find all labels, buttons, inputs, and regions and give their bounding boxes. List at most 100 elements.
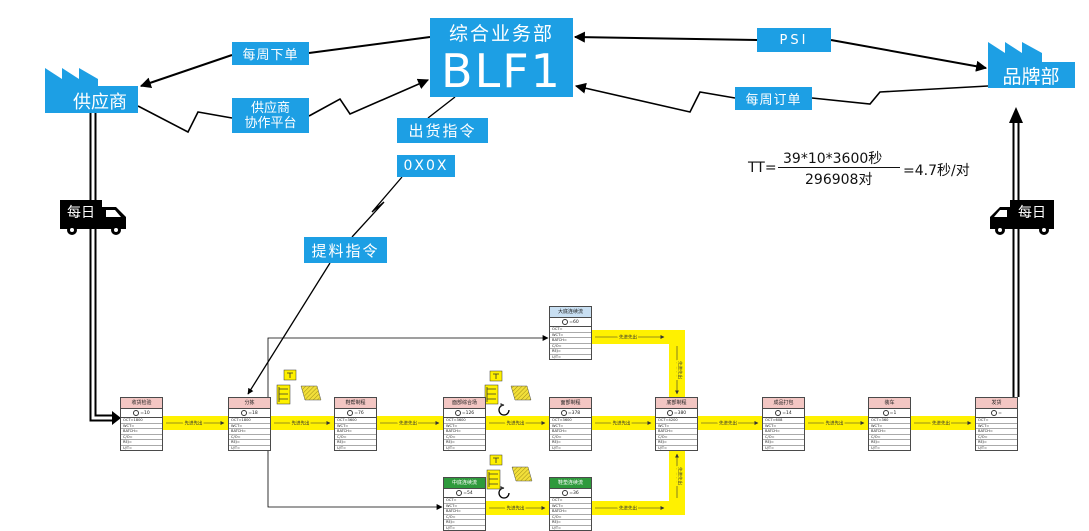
- process-metric: BATCH=: [229, 429, 270, 435]
- truck-icon: 每日: [60, 200, 126, 235]
- process-box-upper-combination: 面部综合场=126OCT=3600WCT=BATCH=C/O=REJ=U/T=S…: [443, 397, 486, 451]
- process-metric: BATCH=: [763, 429, 804, 435]
- business-dept-box: 综合业务部 BLF1: [430, 18, 573, 97]
- process-title: 底部制程: [656, 398, 697, 409]
- inbound-material-arrow: [89, 113, 121, 425]
- process-metric: BATCH=: [976, 429, 1017, 435]
- operator-row: =10: [121, 409, 162, 418]
- process-metric: OCT=4200: [656, 418, 697, 424]
- process-metric: OCT=3600: [444, 418, 485, 424]
- ship-instruction-line: [427, 96, 456, 119]
- process-metric: BATCH=: [444, 509, 485, 515]
- fifo-label: 先进先出: [677, 467, 684, 485]
- branch-line-top: [267, 335, 549, 397]
- operator-count: =36: [569, 490, 579, 496]
- process-title: 大底连续流: [550, 307, 591, 318]
- process-title: 鞋帮制程: [335, 398, 376, 409]
- process-metric: U/T=: [229, 446, 270, 450]
- process-metric: WCT=: [869, 424, 910, 430]
- weekly-order-in-label: 每周订单: [735, 87, 812, 110]
- outbound-material-arrow: [1009, 107, 1023, 397]
- process-metric: C/O=: [656, 435, 697, 441]
- operator-icon: [562, 490, 569, 496]
- process-metric: U/T=: [121, 446, 162, 450]
- fifo-label: 先进先出: [613, 420, 631, 427]
- process-metric: REJ=: [550, 520, 591, 526]
- process-metric: OCT=3600: [550, 418, 591, 424]
- platform-signal-left: [137, 105, 233, 134]
- fifo-lane: 先进先出: [911, 416, 975, 430]
- fifo-lane: 先进先出: [698, 416, 762, 430]
- process-metric: BATCH=: [444, 429, 485, 435]
- kanban-post-icon: [276, 384, 291, 405]
- process-metric: REJ=: [763, 440, 804, 446]
- process-metric: REJ=: [444, 520, 485, 526]
- operator-count: =1: [889, 410, 897, 416]
- weekly-order-signal-left: [574, 82, 736, 113]
- process-metric: U/T=: [763, 446, 804, 450]
- process-metric: C/O=: [229, 435, 270, 441]
- psi-arrow-to-dept: [573, 31, 758, 43]
- process-metric: OCT=: [444, 498, 485, 504]
- process-metric: REJ=: [121, 440, 162, 446]
- fifo-lane: 先进先出: [592, 416, 655, 430]
- process-title: 分拣: [229, 398, 270, 409]
- daily-inbound-label: 每日: [67, 205, 95, 221]
- process-metric: C/O=: [121, 435, 162, 441]
- operator-icon: [560, 410, 567, 416]
- process-metric: REJ=: [444, 440, 485, 446]
- operator-icon: [454, 410, 461, 416]
- takt-time-numerator: 39*10*3600秒: [783, 151, 883, 167]
- operator-count: =380: [673, 410, 687, 416]
- process-metric: BATCH=: [550, 429, 591, 435]
- process-title: 装车: [869, 398, 910, 409]
- process-metric: REJ=: [229, 440, 270, 446]
- ship-instruction-label: 出货指令: [397, 118, 488, 143]
- process-metric: OCT=: [976, 418, 1017, 424]
- weekly-order-signal-right: [811, 85, 989, 105]
- fifo-label: 先进先出: [185, 420, 203, 427]
- process-metric: WCT=: [444, 504, 485, 510]
- daily-outbound-label: 每日: [1018, 205, 1046, 221]
- process-box-receiving: 收货检验=10OCT=1800WCT=BATCH=C/O=REJ=U/T=SOG…: [120, 397, 163, 451]
- process-metric: C/O=: [444, 435, 485, 441]
- branch-line-bottom: [267, 451, 443, 510]
- supplier-platform-label: 供应商 协作平台: [232, 98, 309, 133]
- fifo-lane: 先进先出: [669, 451, 685, 501]
- process-metric: BATCH=: [656, 429, 697, 435]
- process-box-bottom: 底部制程=380OCT=4200WCT=BATCH=C/O=REJ=U/T=SO…: [655, 397, 698, 451]
- operator-row: =378: [550, 409, 591, 418]
- fifo-lane: 先进先出: [669, 330, 685, 397]
- operator-row: =14: [763, 409, 804, 418]
- process-title: 发货: [976, 398, 1017, 409]
- process-metric: WCT=: [121, 424, 162, 430]
- process-metric: WCT=: [550, 424, 591, 430]
- process-box-shipping: 发货=OCT=WCT=BATCH=C/O=REJ=U/T=SOG=: [975, 397, 1018, 451]
- process-metric: BATCH=: [121, 429, 162, 435]
- process-metric: REJ=: [976, 440, 1017, 446]
- process-metric: U/T=: [444, 446, 485, 450]
- process-metric: REJ=: [550, 440, 591, 446]
- takt-time-denominator: 296908对: [805, 172, 873, 188]
- withdrawal-kanban-icon: [511, 466, 533, 482]
- operator-row: =: [976, 409, 1017, 418]
- operator-icon: [991, 410, 998, 416]
- fifo-lane: 先进先出: [271, 416, 334, 430]
- process-title: 中底连续流: [444, 478, 485, 489]
- process-title: 面部综合场: [444, 398, 485, 409]
- process-metric: WCT=: [229, 424, 270, 430]
- fifo-lane: 先进先出: [592, 501, 685, 515]
- process-metric: WCT=: [550, 504, 591, 510]
- process-title: 面部制程: [550, 398, 591, 409]
- operator-count: =76: [354, 410, 364, 416]
- process-metric: BATCH=: [550, 509, 591, 515]
- process-metric: REJ=: [656, 440, 697, 446]
- withdrawal-kanban-icon: [510, 385, 532, 401]
- process-metric: BATCH=: [550, 338, 591, 344]
- supplier-platform-line2: 协作平台: [244, 115, 297, 131]
- supplier-factory-icon: 供应商: [45, 68, 138, 113]
